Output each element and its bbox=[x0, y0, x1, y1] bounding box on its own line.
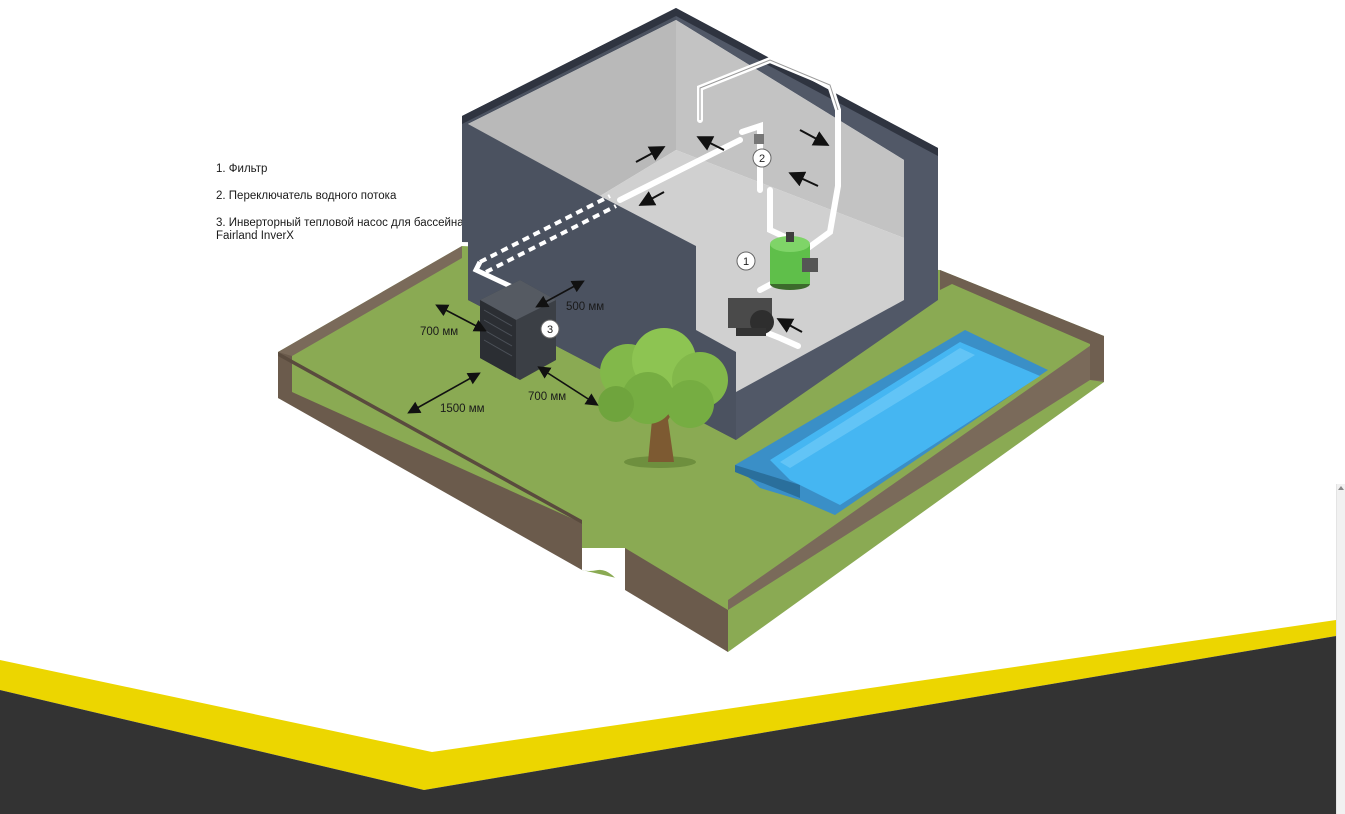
scroll-up-icon[interactable] bbox=[1338, 486, 1344, 490]
fence-front-right bbox=[625, 548, 728, 652]
marker-2: 2 bbox=[752, 148, 772, 168]
footer-dark-band bbox=[0, 636, 1336, 814]
house-interior-back bbox=[468, 20, 676, 196]
dimension-500: 500 мм bbox=[566, 301, 604, 313]
footer-accent-stripe bbox=[0, 620, 1336, 790]
fence-back-left bbox=[278, 246, 462, 398]
pool-pump bbox=[728, 298, 774, 336]
pool-coping-front bbox=[735, 465, 800, 498]
filter-tank bbox=[770, 232, 818, 290]
legend: 1. Фильтр 2. Переключатель водного поток… bbox=[216, 163, 476, 257]
fence-front-left bbox=[278, 352, 582, 570]
legend-item-filter: 1. Фильтр bbox=[216, 163, 268, 175]
flow-arrows bbox=[635, 129, 830, 333]
flow-switch bbox=[754, 134, 764, 144]
dimension-lines bbox=[407, 280, 599, 414]
dimension-700-right: 700 мм bbox=[528, 391, 566, 403]
gate-gap bbox=[582, 548, 625, 590]
tree bbox=[598, 328, 728, 468]
dimension-700-left: 700 мм bbox=[420, 326, 458, 338]
legend-item-heat-pump: 3. Инверторный тепловой насос для бассей… bbox=[216, 216, 464, 243]
svg-text:2: 2 bbox=[759, 153, 765, 165]
marker-3: 3 bbox=[540, 319, 560, 339]
marker-1: 1 bbox=[736, 251, 756, 271]
legend-item-flow-switch: 2. Переключатель водного потока bbox=[216, 189, 397, 202]
fence-back-right bbox=[940, 270, 1104, 380]
scrollbar[interactable] bbox=[1336, 484, 1345, 814]
pool-water bbox=[770, 342, 1040, 505]
svg-text:1: 1 bbox=[743, 256, 749, 268]
dimension-1500: 1500 мм bbox=[440, 403, 485, 415]
svg-text:3: 3 bbox=[547, 324, 553, 336]
fence-right bbox=[728, 336, 1104, 652]
underground-pipes bbox=[479, 194, 617, 274]
house-interior-floor bbox=[600, 150, 904, 392]
